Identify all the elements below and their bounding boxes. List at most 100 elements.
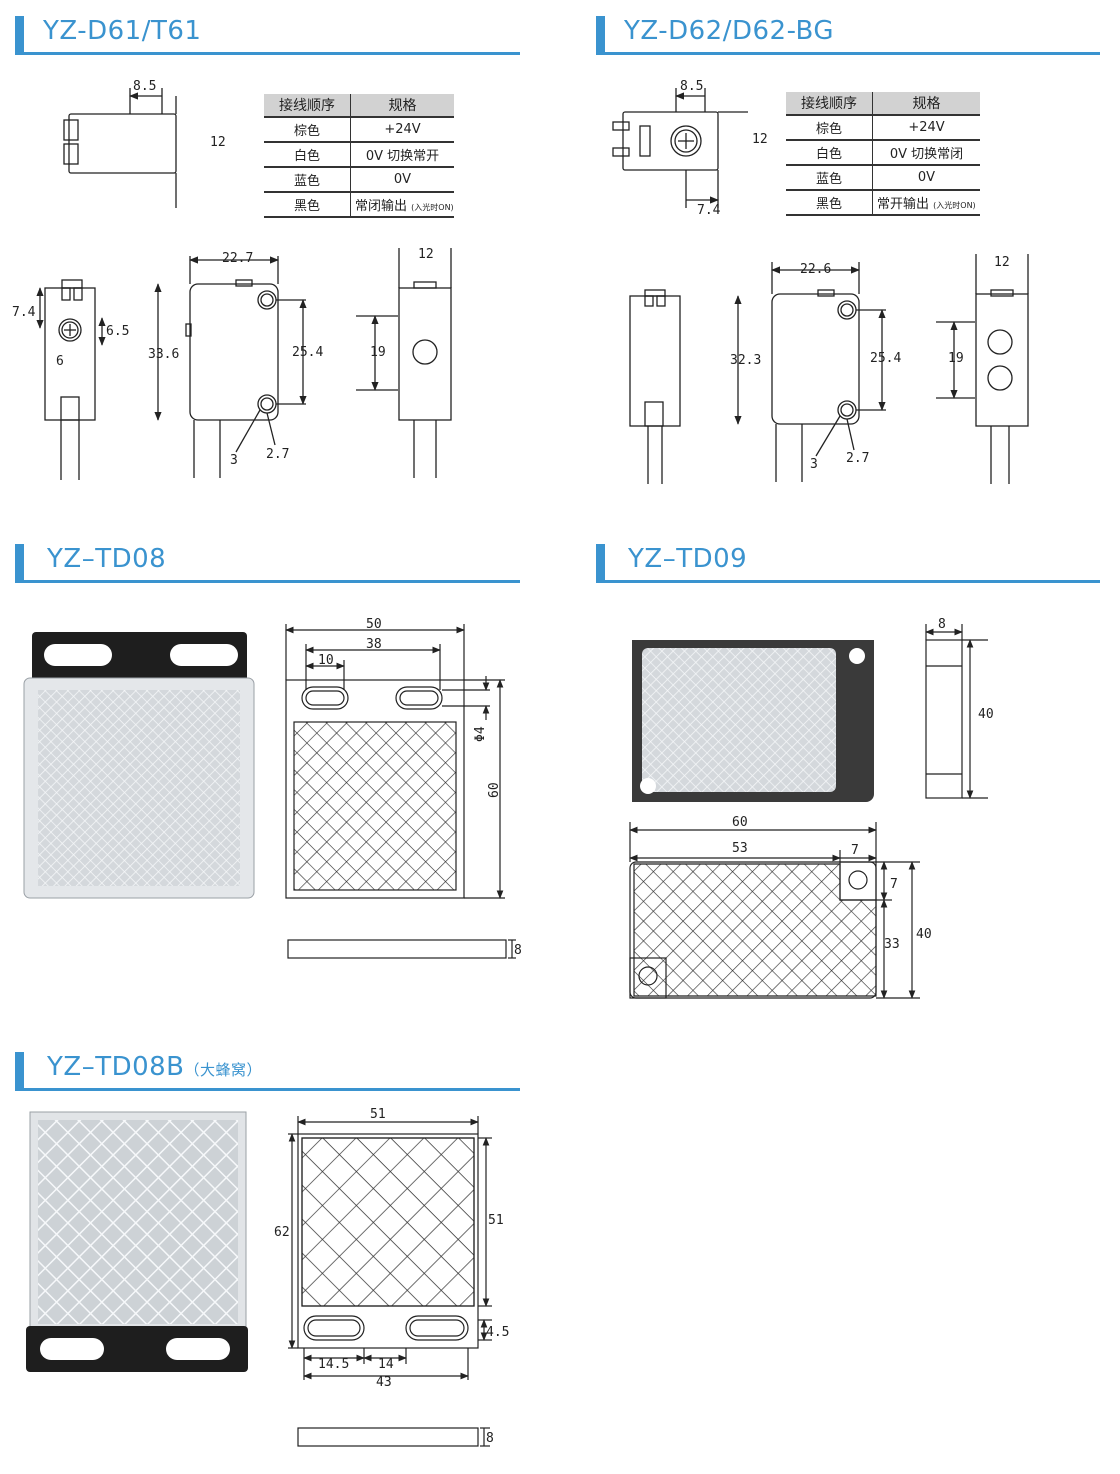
d62-end-view [936,254,1029,484]
table-cell: 蓝色 [264,167,351,193]
dim-label: 14.5 [318,1357,349,1372]
dim-label: 12 [418,247,434,262]
cell-note: (入光时ON) [411,203,454,212]
d62-side-view [629,289,681,484]
d62-top-view [612,88,748,208]
dim-label: 51 [370,1107,386,1122]
dim-label: 33.6 [148,347,179,362]
dim-label: 12 [210,135,226,150]
section-title-td08b: YZ–TD08B（大蜂窝） [15,1050,520,1091]
section-title-text: YZ-D61/T61 [43,16,202,46]
d62-front-view [734,262,886,482]
td09-photo [632,640,874,802]
d61-top-view [63,88,177,208]
d61-end-view [356,248,452,478]
table-header: 接线顺序 [264,94,351,118]
dim-label: 60 [732,815,748,830]
table-header: 接线顺序 [786,92,873,116]
table-cell: 0V 切换常开 [350,142,454,168]
dim-label: 8 [514,943,522,958]
dim-label: 14 [378,1357,394,1372]
dim-label: 8 [938,617,946,632]
table-cell: 棕色 [264,117,351,143]
section-title-d62: YZ-D62/D62-BG [596,14,1100,55]
dim-label: 8 [486,1431,494,1446]
dim-label: 22.7 [222,251,253,266]
dim-label: 22.6 [800,262,831,277]
dim-label: 62 [274,1225,290,1240]
dim-label: 40 [916,927,932,942]
section-title-td09: YZ–TD09 [596,542,1100,583]
table-row: 黑色常开输出 (入光时ON) [786,190,980,216]
table-cell: 白色 [264,142,351,168]
table-row: 棕色+24V [264,117,454,143]
dim-label: 3 [230,453,238,468]
td08b-photo [26,1111,248,1372]
dim-label: 6 [56,354,64,369]
cell-note: (入光时ON) [933,201,976,210]
dim-label: 50 [366,617,382,632]
dim-label: 2.7 [266,447,289,462]
dim-label: 3 [810,457,818,472]
section-title-text: YZ–TD09 [628,544,748,574]
d61-front-view [154,256,307,478]
td09-drawing [629,624,988,999]
dim-label: 19 [370,345,386,360]
section-title-text: YZ-D62/D62-BG [624,16,835,46]
dim-label: 40 [978,707,994,722]
table-cell: 黑色 [786,190,873,216]
table-cell: 棕色 [786,115,873,141]
dim-label: 7 [890,877,898,892]
section-title-td08: YZ–TD08 [15,542,520,583]
table-cell: 0V [872,165,980,191]
dim-label: Φ4 [473,726,488,742]
dim-label: 12 [994,255,1010,270]
table-cell: 白色 [786,140,873,166]
table-cell: +24V [350,117,454,143]
d61-side-view [36,279,106,480]
td08b-drawing [288,1116,492,1447]
dim-label: 6.5 [106,324,129,339]
table-cell: +24V [872,115,980,141]
table-cell: 常闭输出 (入光时ON) [350,192,454,218]
dim-label: 10 [318,653,334,668]
table-cell: 0V 切换常闭 [872,140,980,166]
dim-label: 25.4 [292,345,323,360]
table-row: 棕色+24V [786,115,980,141]
dim-label: 19 [948,351,964,366]
dim-label: 7.4 [12,305,36,320]
dim-label: 51 [488,1213,504,1228]
dim-label: 53 [732,841,748,856]
table-header: 规格 [350,94,454,118]
dim-label: 7 [851,843,859,858]
section-title-d61: YZ-D61/T61 [15,14,520,55]
dim-label: 12 [752,132,768,147]
dim-label: 2.7 [846,451,869,466]
table-cell: 黑色 [264,192,351,218]
dim-label: 4.5 [486,1325,509,1340]
table-cell: 常开输出 (入光时ON) [872,190,980,216]
cell-text: 常开输出 [877,197,930,212]
table-cell: 蓝色 [786,165,873,191]
section-title-main: YZ–TD08B [47,1052,185,1082]
dim-label: 33 [884,937,900,952]
table-cell: 0V [350,167,454,193]
cell-text: 常闭输出 [355,199,408,214]
section-title-sub: （大蜂窝） [184,1061,263,1079]
dim-label: 60 [487,782,502,798]
section-title-text: YZ–TD08 [47,544,167,574]
dim-label: 32.3 [730,353,761,368]
dim-label: 43 [376,1375,392,1390]
dim-label: 38 [366,637,382,652]
table-header: 规格 [872,92,980,116]
td08-photo [23,632,255,899]
dim-label: 8.5 [680,79,703,94]
td08-drawing [285,624,516,959]
